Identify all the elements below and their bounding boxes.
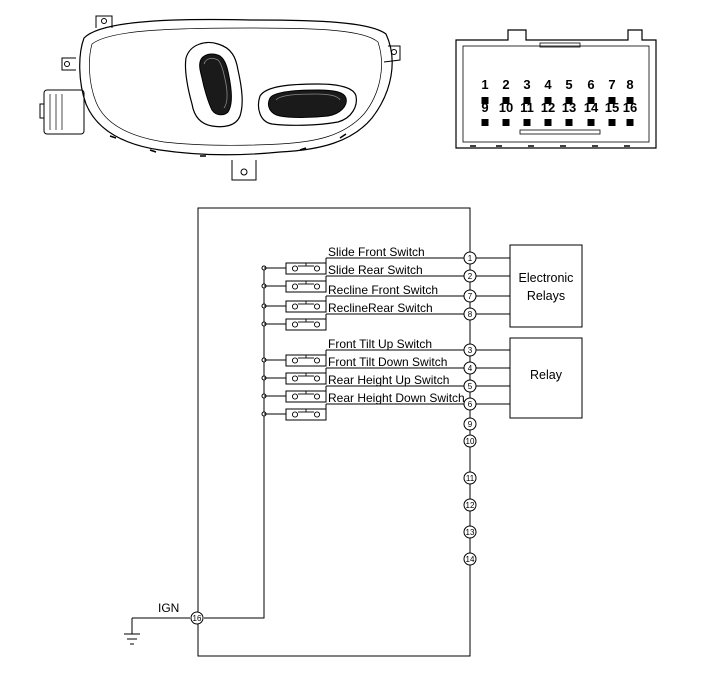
pin-13-circle: 13: [463, 525, 477, 539]
wiring: [124, 207, 471, 657]
connector-pin-cavity: [523, 97, 531, 104]
connector-pin-cavity: [523, 119, 531, 126]
pin-number: 10: [466, 437, 475, 446]
pin-12-circle: 12: [463, 498, 477, 512]
pin-number: 12: [466, 501, 475, 510]
connector-pin-cavity: [502, 97, 510, 104]
pin-number: 5: [468, 382, 473, 391]
switch-row: Front Tilt Up Switch 3: [261, 337, 510, 367]
electronic-relays-box: Electronic Relays: [509, 244, 583, 328]
connector-pin-cavity: [502, 119, 510, 126]
connector-pin-label: 10: [499, 100, 513, 115]
switch-label: Slide Rear Switch: [328, 263, 423, 277]
switch-label: Rear Height Down Switch: [328, 391, 465, 405]
pin-11-circle: 11: [463, 471, 477, 485]
pin-number: 13: [466, 528, 475, 537]
pin-number: 4: [468, 364, 473, 373]
pin-5-circle: 5: [463, 379, 477, 393]
pin-3-circle: 3: [463, 343, 477, 357]
pin-16-circle: 16: [190, 611, 204, 625]
pin-7-circle: 7: [463, 289, 477, 303]
ign-label: IGN: [158, 601, 179, 615]
connector-pin-cavity: [481, 97, 489, 104]
connector-pin-cavity: [544, 119, 552, 126]
connector-pin-label: 2: [502, 77, 509, 92]
pin-16-number: 16: [193, 614, 202, 623]
pin-number: 11: [466, 474, 475, 483]
connector-pin-label: 11: [520, 100, 534, 115]
connector-pin-label: 13: [562, 100, 576, 115]
pin-2-circle: 2: [463, 269, 477, 283]
connector-pin-label: 5: [565, 77, 572, 92]
connector-pin-cavity: [565, 97, 573, 104]
pin-number: 14: [466, 555, 475, 564]
connector-pin-cavity: [587, 97, 595, 104]
connector-pin-label: 16: [623, 100, 637, 115]
switch-row: ReclineRear Switch 8: [261, 301, 510, 331]
pin-number: 1: [468, 254, 473, 263]
pin-8-circle: 8: [463, 307, 477, 321]
pin-4-circle: 4: [463, 361, 477, 375]
switch-label: Slide Front Switch: [328, 245, 425, 259]
connector-pin-cavity: [587, 119, 595, 126]
electronic-relays-label-1: Electronic: [519, 271, 574, 285]
switch-label: Recline Front Switch: [328, 283, 438, 297]
switch-row: Front Tilt Down Switch 4: [261, 355, 510, 385]
pin-number: 3: [468, 346, 473, 355]
switch-row: Slide Rear Switch 2: [261, 263, 510, 293]
pin-14-circle: 14: [463, 552, 477, 566]
connector-pin-label: 6: [587, 77, 594, 92]
pin-number: 8: [468, 310, 473, 319]
connector-pin-cavity: [481, 119, 489, 126]
electronic-relays-label-2: Relays: [527, 289, 565, 303]
connector-pin-cavity: [608, 97, 616, 104]
pin-number: 6: [468, 400, 473, 409]
switch-row: Slide Front Switch 1: [261, 245, 510, 275]
connector-pin-cavity: [608, 119, 616, 126]
seat-switch-illustration: [39, 15, 401, 181]
switch-label: Front Tilt Down Switch: [328, 355, 447, 369]
pin-number: 2: [468, 272, 473, 281]
connector-pin-label: 3: [523, 77, 530, 92]
switch-label: Front Tilt Up Switch: [328, 337, 432, 351]
relay-label: Relay: [530, 368, 563, 382]
switch-label: Rear Height Up Switch: [328, 373, 449, 387]
connector-pin-cavity: [565, 119, 573, 126]
connector-pin-label: 8: [626, 77, 633, 92]
pin-10-circle: 10: [463, 434, 477, 448]
pin-1-circle: 1: [463, 251, 477, 265]
connector-pin-label: 1: [481, 77, 488, 92]
switch-row: Recline Front Switch 7: [261, 283, 510, 313]
switch-row: Rear Height Up Switch 5: [261, 373, 510, 403]
pin-number: 9: [468, 420, 473, 429]
connector-pin-cavity: [544, 97, 552, 104]
connector-pin-label: 14: [584, 100, 599, 115]
connector-pin-label: 15: [605, 100, 619, 115]
connector-pin-label: 9: [481, 100, 488, 115]
switch-label: ReclineRear Switch: [328, 301, 433, 315]
relay-box: Relay: [509, 337, 583, 419]
connector-pin-label: 12: [541, 100, 555, 115]
pin-6-circle: 6: [463, 397, 477, 411]
pin-9-circle: 9: [463, 417, 477, 431]
pin-number: 7: [468, 292, 473, 301]
connector-pin-cavity: [626, 119, 634, 126]
connector-pin-label: 4: [544, 77, 552, 92]
connector-pin-label: 7: [608, 77, 615, 92]
connector-pin-cavity: [626, 97, 634, 104]
